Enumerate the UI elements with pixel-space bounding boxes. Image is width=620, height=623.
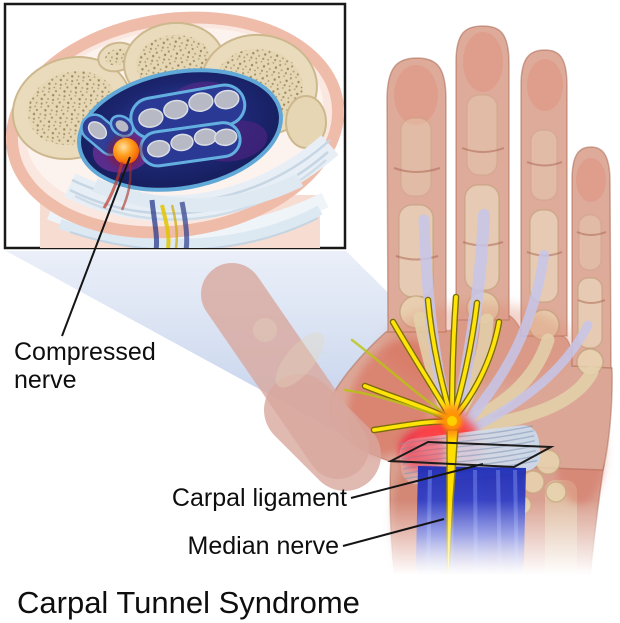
compressed-nerve-spot — [102, 135, 143, 211]
inset-ligament — [64, 135, 339, 222]
section-plane-outline — [387, 440, 555, 469]
median-nerve-label: Median nerve — [187, 532, 339, 560]
finger-creases — [393, 147, 607, 304]
compressed-nerve-label: Compressed nerve — [14, 338, 156, 394]
thumb — [201, 263, 381, 491]
cross-section-illustration — [5, 11, 345, 248]
tendon-row-middle — [139, 121, 242, 168]
pointer-line-median-nerve — [342, 518, 445, 547]
pointer-line-compressed-nerve — [61, 156, 131, 337]
fingertip-tints — [394, 32, 606, 202]
figure-title: Carpal Tunnel Syndrome — [17, 585, 360, 620]
inset-panel — [3, 2, 347, 250]
tendon-left-2 — [109, 114, 135, 138]
carpal-ligament-label: Carpal ligament — [171, 484, 347, 512]
fingers — [386, 25, 612, 369]
pointer-lines — [61, 156, 484, 547]
pointer-line-carpal-ligament — [350, 463, 484, 499]
bottom-fade — [350, 500, 620, 623]
thumb-bone — [275, 332, 325, 388]
inset-bottom-strands — [149, 199, 190, 248]
carpal-tunnel-cross-section — [77, 68, 283, 248]
